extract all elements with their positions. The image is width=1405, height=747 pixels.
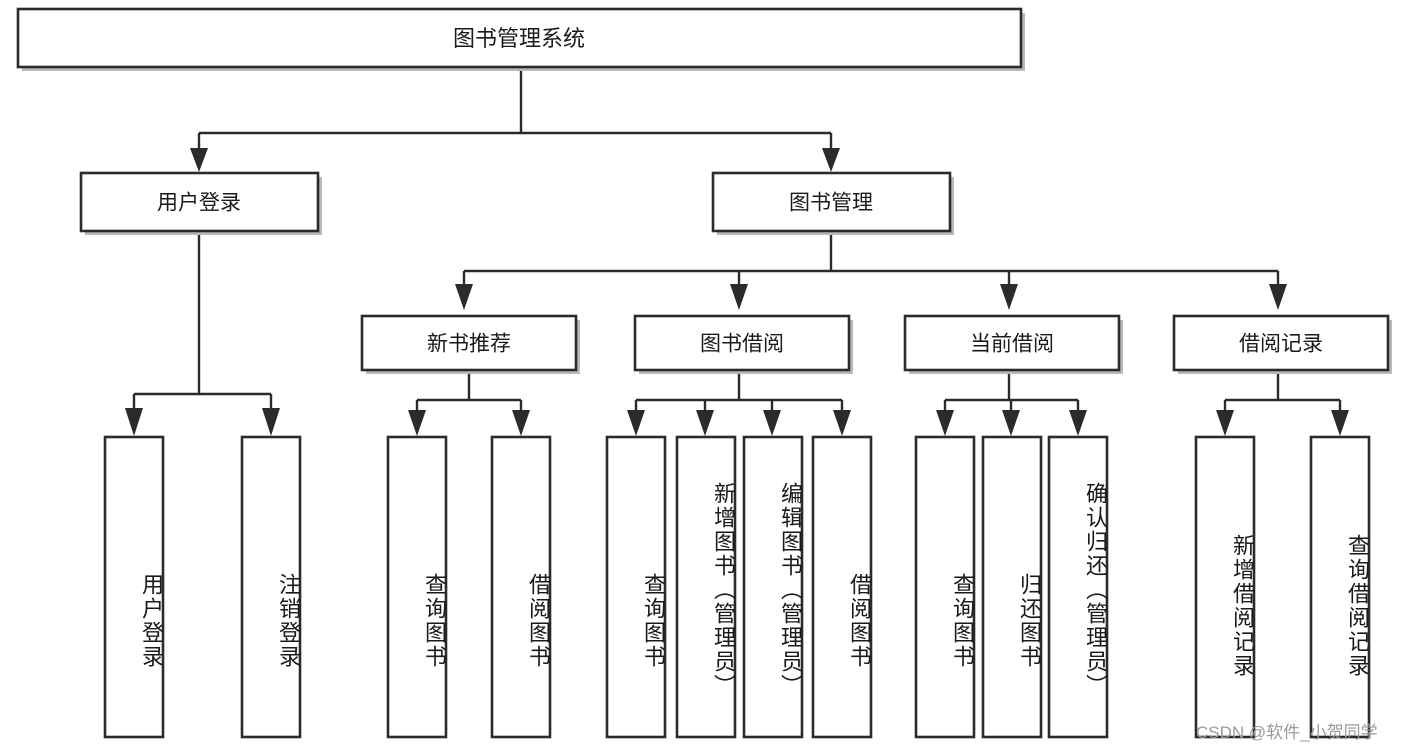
connector-group-borrow-record <box>1216 373 1349 436</box>
arrow-head-leaf-query-record <box>1331 410 1349 436</box>
connector-group-root <box>190 68 840 172</box>
node-root-label: 图书管理系统 <box>453 26 585 51</box>
connector-group-new-book-recommend <box>408 373 530 436</box>
leaf-box-add-record[interactable] <box>1194 435 1256 739</box>
leaf-box-user-login[interactable] <box>103 435 165 739</box>
node-user-login-label: 用户登录 <box>157 192 241 215</box>
arrow-head-leaf-user-logout <box>262 408 280 436</box>
node-book-manage[interactable]: 图书管理 <box>711 171 954 235</box>
node-root-box[interactable] <box>16 7 1023 69</box>
arrow-head-leaf-edit-book <box>763 410 781 436</box>
arrow-head-leaf-add-book <box>696 410 714 436</box>
arrow-head-leaf-borrow-book-2 <box>833 410 851 436</box>
node-borrow-record[interactable]: 借阅记录 <box>1172 314 1392 374</box>
leaf-box-user-logout[interactable] <box>240 435 302 739</box>
leaf-box-query-book-1[interactable] <box>386 435 448 739</box>
arrow-head-borrow-record <box>1269 284 1287 310</box>
node-borrow-record-label: 借阅记录 <box>1239 333 1323 356</box>
leaf-box-query-book-2[interactable] <box>605 435 667 739</box>
connector-group-book-borrow <box>627 373 851 436</box>
arrow-head-leaf-confirm-return <box>1069 410 1087 436</box>
arrow-head-leaf-user-login <box>125 408 143 436</box>
leaf-boxes <box>103 435 1371 739</box>
node-book-borrow-label: 图书借阅 <box>700 333 784 356</box>
arrow-head-leaf-add-record <box>1216 410 1234 436</box>
node-root[interactable]: 图书管理系统 <box>16 7 1025 71</box>
leaf-box-borrow-book-2[interactable] <box>811 435 873 739</box>
arrow-head-leaf-return-book <box>1002 410 1020 436</box>
node-current-borrow-box[interactable] <box>903 314 1121 372</box>
leaf-box-query-record[interactable] <box>1309 435 1371 739</box>
node-book-borrow[interactable]: 图书借阅 <box>633 314 853 374</box>
arrow-head-new-book-recommend <box>455 284 473 310</box>
arrow-head-leaf-query-book-3 <box>936 410 954 436</box>
arrow-head-leaf-query-book-1 <box>408 410 426 436</box>
arrow-head-current-borrow <box>1000 284 1018 310</box>
leaf-box-confirm-return[interactable] <box>1047 435 1109 739</box>
leaf-box-query-book-3[interactable] <box>914 435 976 739</box>
node-book-borrow-box[interactable] <box>633 314 851 372</box>
leaf-box-add-book[interactable] <box>675 435 737 739</box>
connector-group-book-manage <box>455 234 1287 310</box>
node-new-book-recommend[interactable]: 新书推荐 <box>360 314 580 374</box>
node-borrow-record-box[interactable] <box>1172 314 1390 372</box>
leaf-box-borrow-book-1[interactable] <box>490 435 552 739</box>
connector-group-current-borrow <box>936 373 1087 436</box>
watermark-label: CSDN @软件_小贺同学 <box>1196 723 1378 742</box>
node-book-manage-label: 图书管理 <box>789 192 873 215</box>
arrow-head-book-borrow <box>730 284 748 310</box>
arrow-head-leaf-borrow-book-1 <box>512 410 530 436</box>
node-user-login-box[interactable] <box>79 171 320 233</box>
node-new-book-recommend-label: 新书推荐 <box>427 333 511 356</box>
node-current-borrow-label: 当前借阅 <box>970 333 1054 356</box>
node-current-borrow[interactable]: 当前借阅 <box>903 314 1123 374</box>
leaf-box-return-book[interactable] <box>981 435 1043 739</box>
arrow-head-user-login <box>190 148 208 172</box>
arrow-head-leaf-query-book-2 <box>627 410 645 436</box>
node-new-book-recommend-box[interactable] <box>360 314 578 372</box>
node-user-login[interactable]: 用户登录 <box>79 171 322 235</box>
connector-group-user-login <box>125 234 280 436</box>
node-book-manage-box[interactable] <box>711 171 952 233</box>
leaf-box-edit-book[interactable] <box>742 435 804 739</box>
arrow-head-book-manage <box>822 148 840 172</box>
